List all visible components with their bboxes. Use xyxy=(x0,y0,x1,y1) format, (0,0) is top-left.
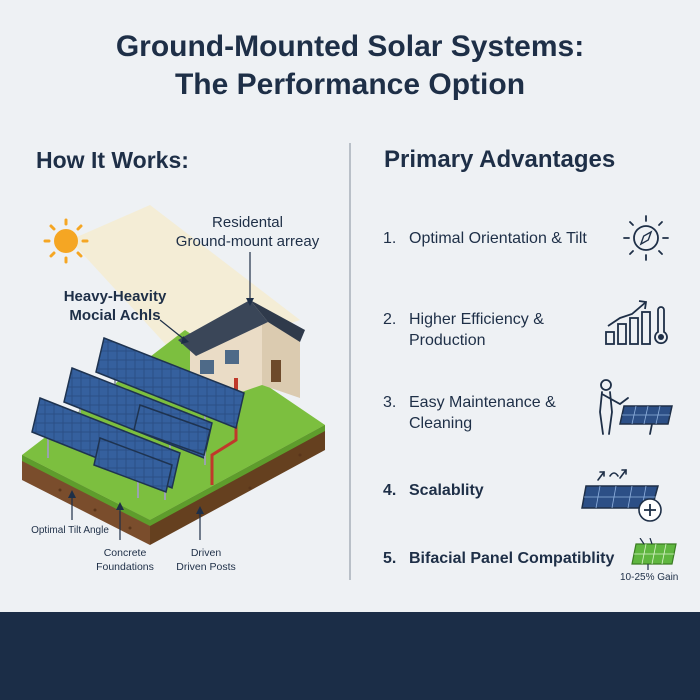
advantage-label-line-2: Production xyxy=(409,332,486,349)
advantage-item-1: 1. Optimal Orientation & Tilt xyxy=(383,228,587,249)
column-divider xyxy=(349,143,351,580)
heavy-label-line-2: Mocial Achls xyxy=(69,307,161,324)
sun-icon xyxy=(43,218,89,264)
residential-label-line-2: Ground-mount arreay xyxy=(175,233,320,250)
driven-posts-label: Driven Driven Posts xyxy=(170,546,242,574)
primary-advantages-heading: Primary Advantages xyxy=(384,146,616,173)
title-line-2: The Performance Option xyxy=(174,68,526,101)
bifacial-panel-icon xyxy=(631,538,677,570)
concrete-foundations-label: Concrete Foundations xyxy=(82,546,168,574)
footer-band xyxy=(0,612,700,700)
advantage-number: 2. xyxy=(383,311,397,328)
residential-label-line-1: Residental xyxy=(212,214,283,231)
residential-label: Residental Ground-mount arreay xyxy=(160,213,335,251)
advantage-label: Higher Efficiency & xyxy=(409,311,544,328)
advantage-label: Optimal Orientation & Tilt xyxy=(409,230,587,247)
how-it-works-heading: How It Works: xyxy=(36,147,189,173)
title-line-1: Ground-Mounted Solar Systems: xyxy=(115,30,585,63)
advantage-label: Easy Maintenance & xyxy=(409,394,556,411)
advantage-number: 4. xyxy=(383,482,397,499)
driven-label-line-2: Driven Posts xyxy=(176,561,236,573)
panel-expand-plus-icon xyxy=(581,469,662,522)
driven-label-line-1: Driven xyxy=(190,547,222,559)
advantage-number: 1. xyxy=(383,230,397,247)
person-cleaning-panel-icon xyxy=(599,379,673,435)
advantage-number: 5. xyxy=(383,550,397,567)
advantage-item-5: 5. Bifacial Panel Compatiblity xyxy=(383,548,614,569)
ground-mount-illustration xyxy=(22,205,325,545)
advantage-item-4: 4. Scalablity xyxy=(383,480,484,501)
compass-sun-icon xyxy=(623,215,669,261)
tilt-angle-label: Optimal Tilt Angle xyxy=(31,525,109,536)
heavy-label: Heavy-Heavity Mocial Achls xyxy=(50,287,180,325)
concrete-label-line-2: Foundations xyxy=(96,561,154,573)
growth-chart-thermometer-icon xyxy=(605,300,668,345)
page-title: Ground-Mounted Solar Systems: The Perfor… xyxy=(0,28,700,104)
advantage-item-2: 2. Higher Efficiency & Production xyxy=(383,309,544,351)
heavy-label-line-1: Heavy-Heavity xyxy=(63,288,167,305)
advantage-number: 3. xyxy=(383,394,397,411)
advantage-label-line-2: Cleaning xyxy=(409,415,473,432)
advantage-label: Scalablity xyxy=(409,482,484,499)
concrete-label-line-1: Concrete xyxy=(103,547,147,559)
gain-note: 10-25% Gain xyxy=(620,572,679,583)
advantage-label: Bifacial Panel Compatiblity xyxy=(409,550,615,567)
soil-right xyxy=(150,425,325,545)
advantage-item-3: 3. Easy Maintenance & Cleaning xyxy=(383,392,556,434)
soil-front xyxy=(22,455,150,545)
solar-panel-array xyxy=(31,336,245,500)
